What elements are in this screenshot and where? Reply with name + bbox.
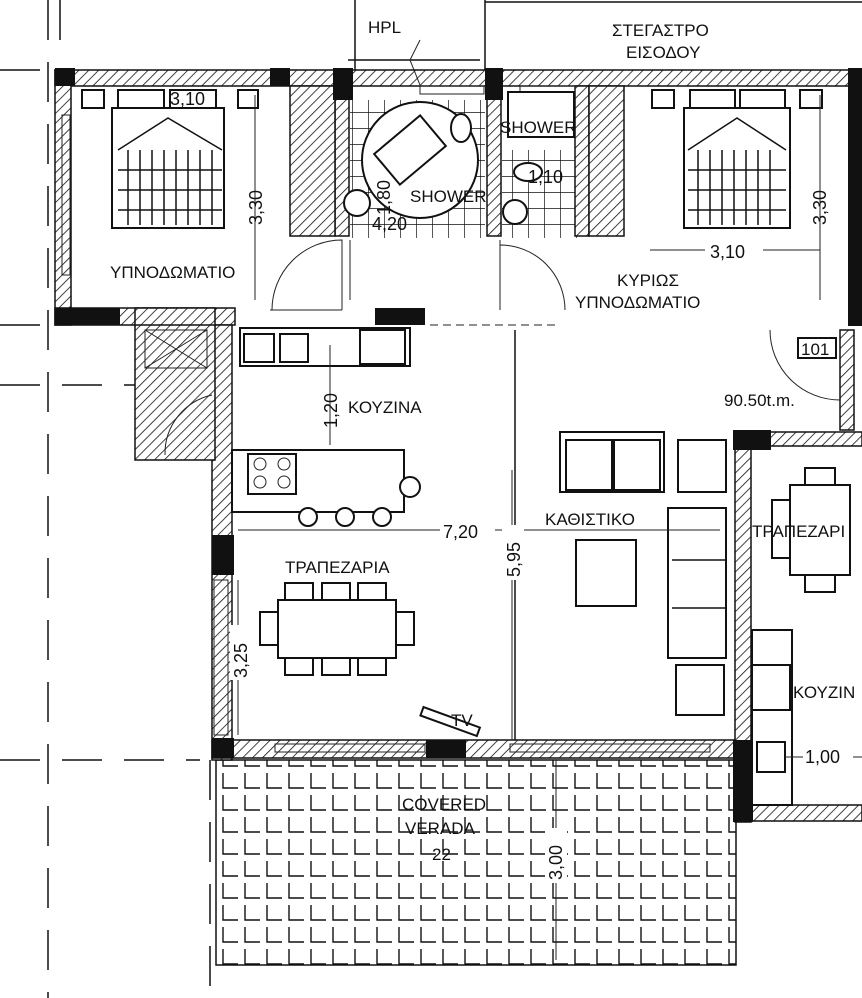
dim-bath-1: 1,80 — [374, 180, 394, 215]
bed-left — [81, 89, 259, 229]
label-dining: ΤΡΑΠΕΖΑΡΙΑ — [285, 558, 390, 577]
label-shower-2: SHOWER — [500, 118, 577, 137]
dim-living-w: 7,20 — [443, 522, 478, 542]
unit-number: 101 — [801, 340, 829, 359]
dim-veranda-h: 3,00 — [546, 845, 566, 880]
dim-bedroom-left-w: 3,10 — [170, 89, 205, 109]
label-bedroom-left: ΥΠΝΟΔΩΜΑΤΙΟ — [110, 263, 235, 282]
dining-table — [259, 582, 415, 676]
label-dining-right: ΤΡΑΠΕΖΑΡΙ — [752, 522, 845, 541]
label-shower-1: SHOWER — [410, 187, 487, 206]
dim-bath-2: 4,20 — [372, 214, 407, 234]
label-kitchen: ΚΟΥΖΙΝΑ — [348, 398, 422, 417]
dim-master-w: 3,10 — [710, 242, 745, 262]
label-master-1: ΚΥΡΙΩΣ — [617, 271, 679, 290]
kitchen-counter — [231, 327, 421, 527]
unit-area: 90.50t.m. — [724, 391, 795, 410]
veranda-floor — [215, 759, 737, 966]
dim-bedroom-left-h: 3,30 — [246, 190, 266, 225]
label-veranda-2: VERADA — [405, 819, 476, 838]
label-tv: TV — [451, 711, 473, 730]
living-furniture — [419, 330, 727, 740]
dimension-labels: 3,10 3,30 1,80 4,20 1,10 3,30 3,10 1,20 … — [170, 89, 853, 883]
room-labels: ΥΠΝΟΔΩΜΑΤΙΟ ΚΥΡΙΩΣ ΥΠΝΟΔΩΜΑΤΙΟ ΣΤΕΓΑΣΤΡΟ… — [110, 18, 855, 864]
columns — [55, 68, 862, 822]
label-canopy-2: ΕΙΣΟΔΟΥ — [626, 43, 700, 62]
bathroom-fixtures — [343, 39, 575, 225]
label-kitchen-right: ΚΟΥΖΙΝ — [793, 683, 855, 702]
dim-right-kitchen: 1,00 — [805, 747, 840, 767]
label-living: ΚΑΘΙΣΤΙΚΟ — [545, 510, 635, 529]
dim-dining-h: 3,25 — [231, 643, 251, 678]
windows — [61, 85, 711, 753]
label-canopy-1: ΣΤΕΓΑΣΤΡΟ — [612, 21, 709, 40]
doors — [164, 239, 841, 456]
label-veranda-area: 22 — [432, 845, 451, 864]
label-master-2: ΥΠΝΟΔΩΜΑΤΙΟ — [575, 293, 700, 312]
dim-living-h: 5,95 — [504, 542, 524, 577]
bed-master — [651, 89, 823, 229]
label-veranda-1: COVERED — [402, 795, 486, 814]
dim-bath-3: 1,10 — [528, 167, 563, 187]
dim-master-h: 3,30 — [810, 190, 830, 225]
label-hpl: HPL — [368, 18, 401, 37]
dim-kitchen-h: 1,20 — [321, 393, 341, 428]
